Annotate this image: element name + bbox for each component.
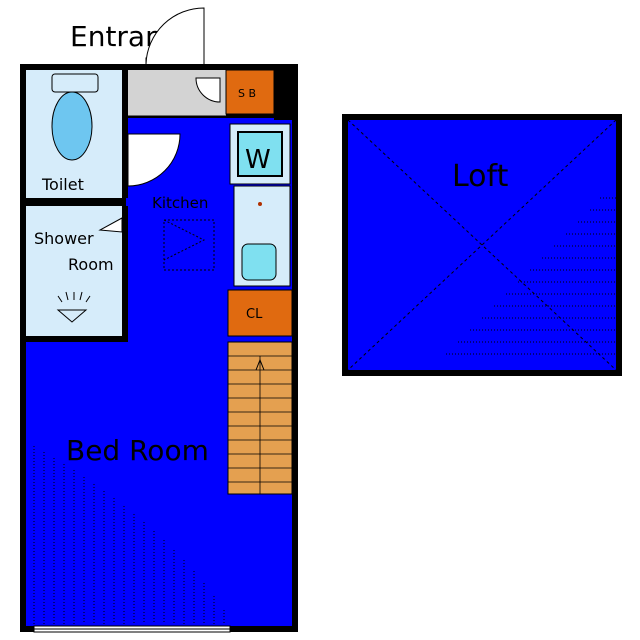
shower-door	[98, 217, 123, 233]
room-entry-door	[127, 133, 181, 187]
bedroom-label: Bed Room	[66, 434, 209, 467]
closet-label: CL	[246, 307, 263, 322]
entrance-door	[145, 7, 205, 69]
sink-icon	[241, 243, 277, 281]
kitchen-counter	[233, 185, 291, 287]
loft-label: Loft	[452, 159, 509, 194]
bedroom-hatch	[33, 446, 225, 624]
shower-right-wall	[122, 206, 128, 342]
genkan-inner-door	[195, 77, 221, 103]
shower-bottom-wall	[26, 336, 128, 342]
toilet-shower-wall	[26, 198, 126, 206]
closet	[227, 289, 293, 337]
shoe-box-label: S B	[238, 87, 256, 100]
toilet-right-wall	[122, 70, 128, 198]
shoe-box-wall	[274, 64, 298, 120]
washer-icon	[237, 131, 283, 177]
stairs-arrow-icon	[255, 358, 265, 371]
stairs	[227, 341, 293, 495]
shower-head-icon	[56, 291, 91, 323]
shoe-box	[225, 69, 275, 115]
loft-hatch	[446, 197, 616, 355]
kitchen-range-hood	[163, 219, 215, 271]
shower-label-line2: Room	[68, 255, 114, 274]
stove-icon	[258, 202, 262, 206]
toilet-label: Toilet	[41, 175, 84, 194]
washer-label: W	[245, 145, 271, 175]
kitchen-label: Kitchen	[152, 194, 208, 212]
shower-label-line1: Shower	[34, 229, 94, 248]
loft-diagonals	[347, 119, 617, 371]
toilet-fixture-icon	[51, 73, 99, 161]
